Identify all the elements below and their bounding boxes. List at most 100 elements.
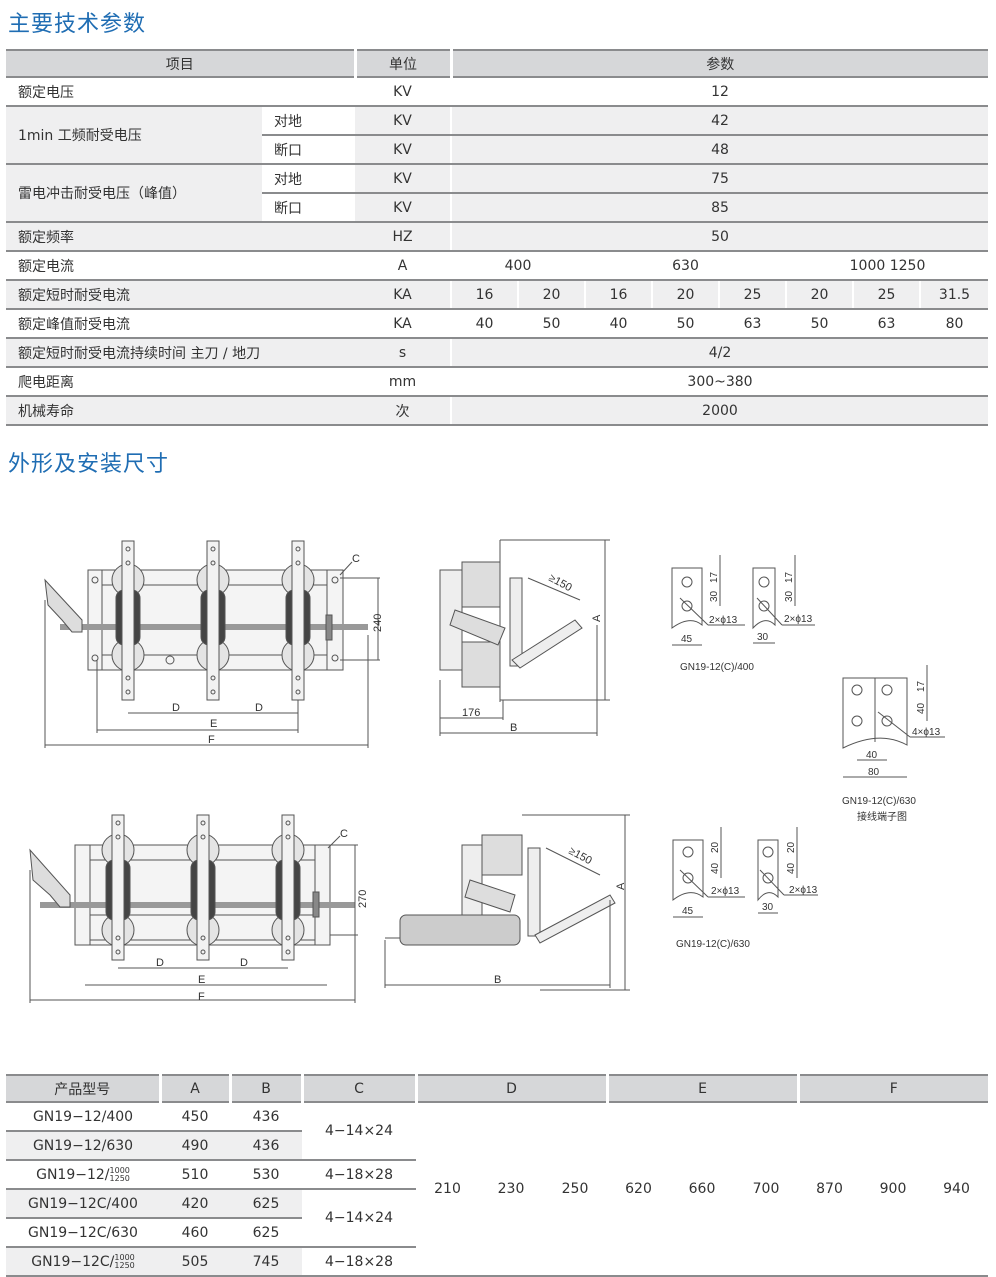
dim-label-d: D xyxy=(255,702,263,714)
terminal-caption: 接线端子图 xyxy=(857,810,907,823)
param-unit: KV xyxy=(355,193,451,223)
dim-label-80: 80 xyxy=(868,767,880,778)
value-e: 620 xyxy=(607,1102,670,1277)
param-unit: KV xyxy=(355,106,451,136)
dim-label-17: 17 xyxy=(709,571,720,583)
value-d: 230 xyxy=(479,1102,543,1277)
header-a: A xyxy=(158,1074,230,1103)
dim-label-40: 40 xyxy=(710,862,721,874)
dim-label-b: B xyxy=(510,722,517,734)
terminal-diagram-630-c xyxy=(672,827,818,918)
terminal-label-400: GN19-12(C)/400 xyxy=(680,662,754,673)
header-b: B xyxy=(228,1074,302,1103)
value-e: 700 xyxy=(734,1102,798,1277)
param-value: 1000 1250 xyxy=(785,251,988,281)
param-value: 20 xyxy=(651,280,719,310)
dim-label-45: 45 xyxy=(681,634,693,645)
dim-label-40: 40 xyxy=(866,750,878,761)
dim-label-holes: 2×ϕ13 xyxy=(784,614,813,625)
dimension-drawings: D D E F C 240 ≥150 A 176 B xyxy=(29,539,945,1003)
pole-assembly xyxy=(111,540,145,701)
value-d: 210 xyxy=(416,1102,479,1277)
param-unit: HZ xyxy=(355,222,451,252)
dim-label-f: F xyxy=(198,991,205,1003)
param-value: 40 xyxy=(584,309,652,339)
value-b: 625 xyxy=(230,1189,302,1219)
header-item: 项目 xyxy=(6,49,355,78)
param-unit: KV xyxy=(355,135,451,165)
model-name: GN19−12/630 xyxy=(6,1131,160,1161)
value-b: 745 xyxy=(230,1247,302,1277)
dim-label-holes: 2×ϕ13 xyxy=(709,615,738,626)
param-unit: KV xyxy=(355,77,451,107)
param-unit: KA xyxy=(355,280,451,310)
param-value: 50 xyxy=(517,309,585,339)
rating: 1000 xyxy=(114,1252,135,1262)
value-a: 505 xyxy=(160,1247,230,1277)
value-c: 4−14×24 xyxy=(302,1189,416,1248)
param-value: 20 xyxy=(785,280,853,310)
param-value: 50 xyxy=(450,222,988,252)
param-value: 63 xyxy=(718,309,786,339)
param-name: 额定电流 xyxy=(6,251,355,281)
dim-label-17: 17 xyxy=(916,680,927,692)
dim-label-30: 30 xyxy=(757,632,769,643)
header-unit: 单位 xyxy=(353,49,451,78)
dim-label-c: C xyxy=(352,553,360,565)
param-subname: 断口 xyxy=(262,193,355,223)
dim-label-d: D xyxy=(172,702,180,714)
model-base: GN19−12/400 xyxy=(32,1108,134,1125)
dim-label-holes: 4×ϕ13 xyxy=(912,727,941,738)
dim-label-240: 240 xyxy=(372,614,384,632)
param-value: 42 xyxy=(450,106,988,136)
front-view-drawing-1 xyxy=(44,540,380,748)
param-subname: 断口 xyxy=(262,135,355,165)
header-f: F xyxy=(796,1074,988,1103)
param-name: 爬电距离 xyxy=(6,367,355,397)
param-value: 40 xyxy=(450,309,518,339)
value-f: 900 xyxy=(861,1102,925,1277)
param-unit: KA xyxy=(355,309,451,339)
rating: 1250 xyxy=(109,1173,130,1183)
param-value: 31.5 xyxy=(919,280,988,310)
dim-label-40: 40 xyxy=(786,862,797,874)
dim-label-45: 45 xyxy=(682,906,694,917)
param-value: 12 xyxy=(450,77,988,107)
param-value: 25 xyxy=(718,280,786,310)
value-e: 660 xyxy=(670,1102,734,1277)
param-subname: 对地 xyxy=(262,106,355,136)
header-e: E xyxy=(605,1074,798,1103)
param-value: 85 xyxy=(450,193,988,223)
rating: 1000 xyxy=(109,1165,130,1175)
dim-label-30: 30 xyxy=(709,590,720,602)
param-name: 机械寿命 xyxy=(6,396,355,426)
param-value: 50 xyxy=(651,309,719,339)
header-c: C xyxy=(300,1074,416,1103)
param-value: 16 xyxy=(450,280,518,310)
dim-label-150: ≥150 xyxy=(547,572,574,594)
value-b: 530 xyxy=(230,1160,302,1190)
dim-label-20: 20 xyxy=(710,841,721,853)
model-name: GN19−12/400 xyxy=(6,1102,160,1132)
value-b: 625 xyxy=(230,1218,302,1248)
dim-label-a: A xyxy=(591,614,603,622)
value-c: 4−18×28 xyxy=(302,1160,416,1190)
pole-assembly xyxy=(196,540,230,701)
param-name: 1min 工频耐受电压 xyxy=(6,106,262,165)
param-value: 48 xyxy=(450,135,988,165)
model-base: GN19−12C/630 xyxy=(28,1224,138,1241)
param-unit: KV xyxy=(355,164,451,194)
